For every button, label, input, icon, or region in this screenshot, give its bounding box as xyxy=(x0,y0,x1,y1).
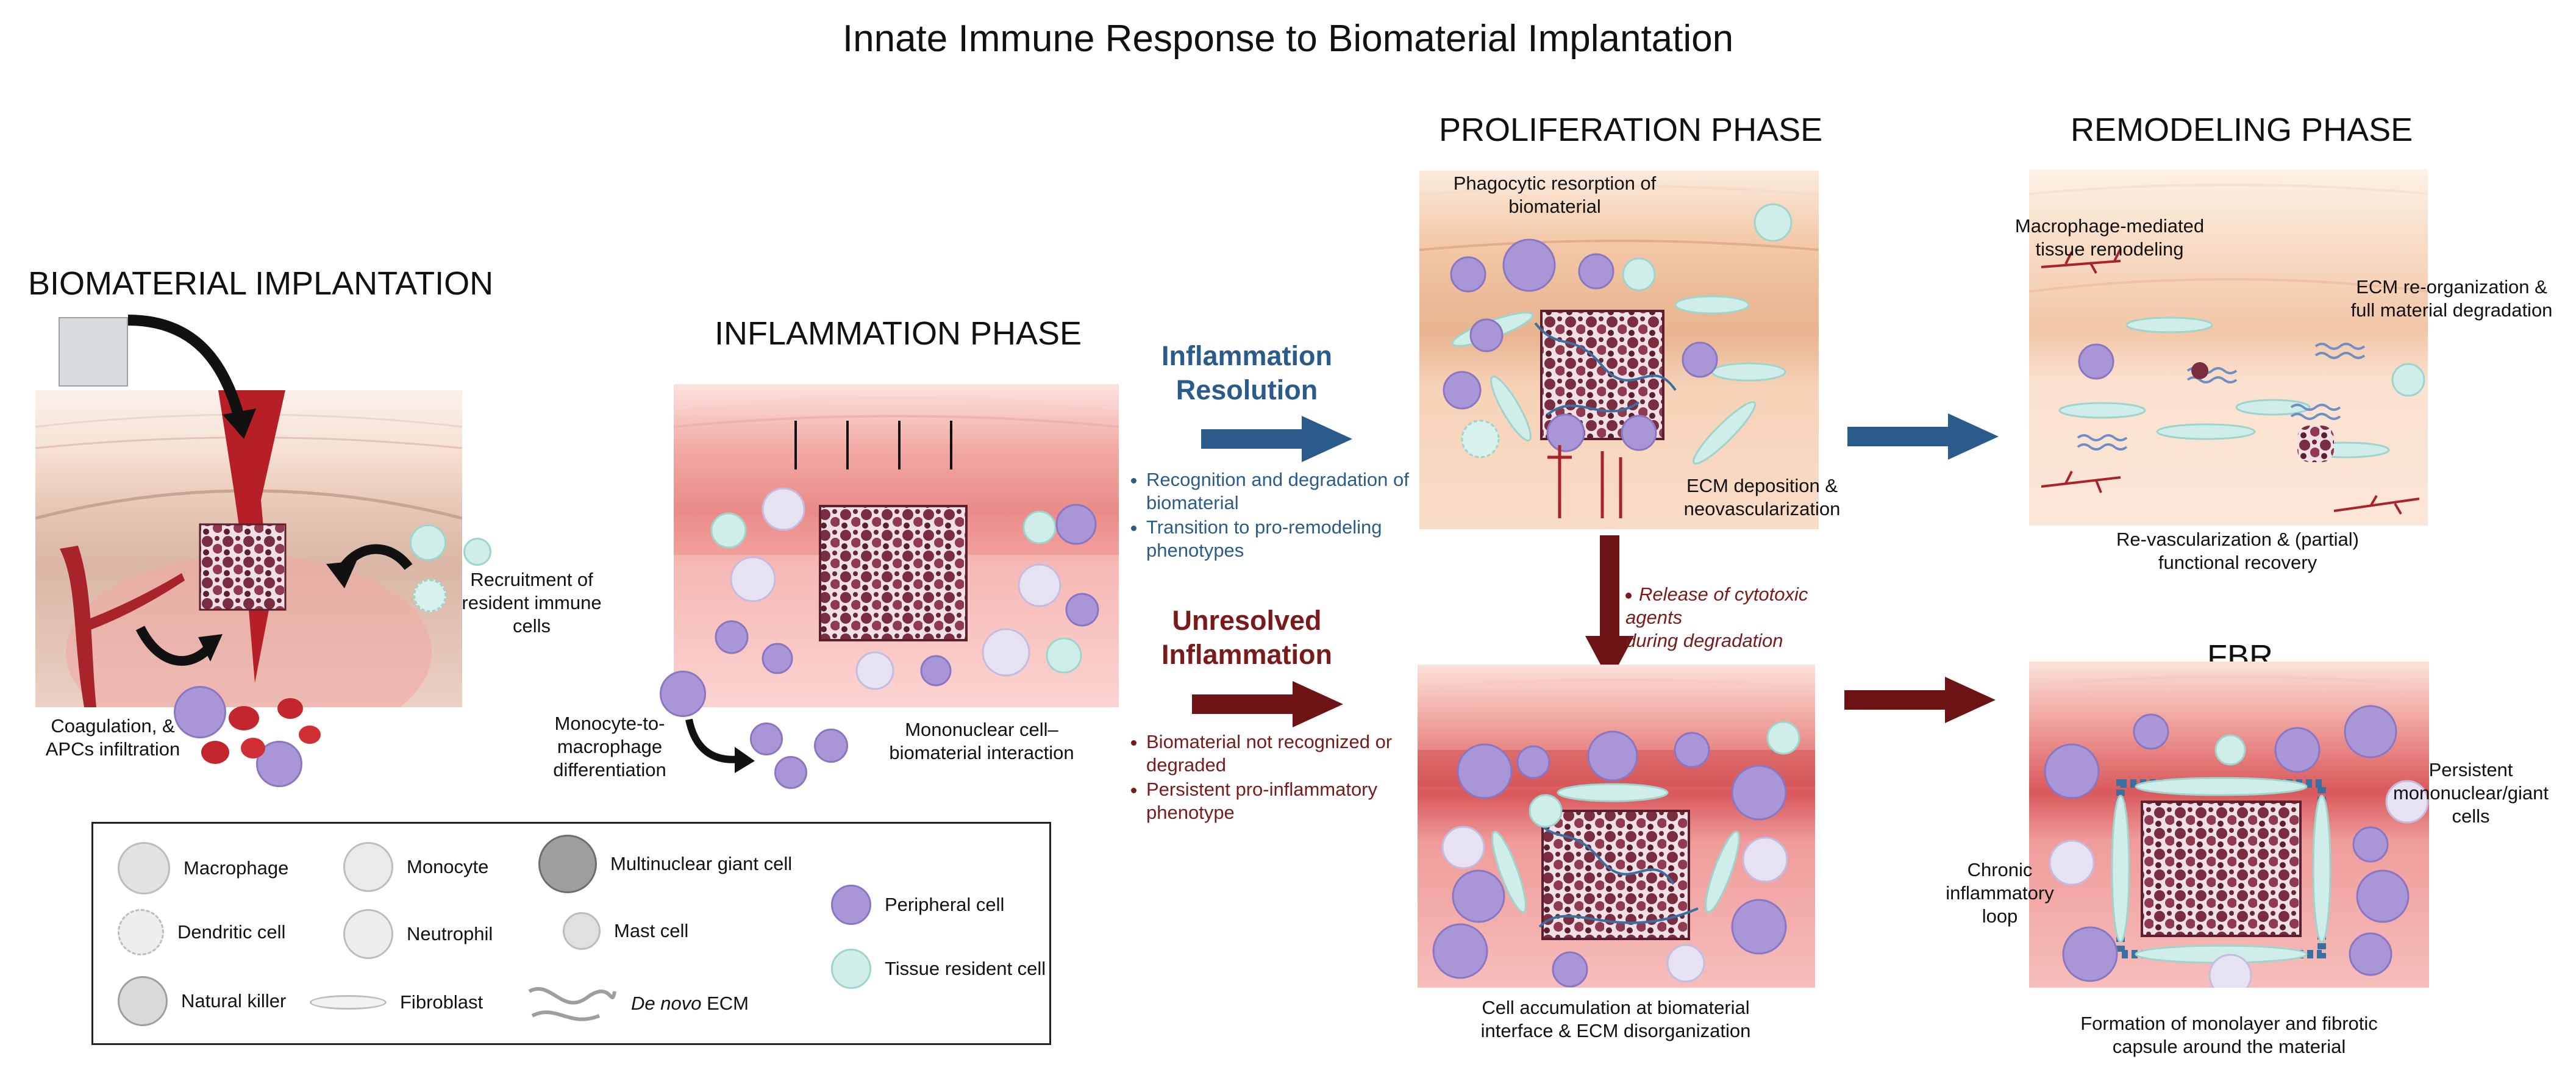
remodeling-arrow-icon xyxy=(1847,413,1999,460)
legend-box: Macrophage Dendritic cell Natural killer… xyxy=(91,822,1051,1045)
phase-title-implantation: BIOMATERIAL IMPLANTATION xyxy=(28,265,494,302)
unresolved-arrow-icon xyxy=(1192,681,1343,727)
unresolved-bullet: Biomaterial not recognized or degraded xyxy=(1146,730,1412,777)
insertion-arrow-icon xyxy=(127,315,256,439)
ecm-deposition-label: ECM deposition & neovascularization xyxy=(1683,475,1841,519)
tissue-resident-cell-icon xyxy=(831,949,871,989)
macrophage-icon xyxy=(118,842,170,894)
legend-item-resident: Tissue resident cell xyxy=(831,949,1046,989)
accumulation-label: Cell accumulation at biomaterial interfa… xyxy=(1480,997,1751,1041)
legend-item-ecm: De novo ECM xyxy=(526,979,749,1028)
recruitment-label: Recruitment of resident immune cells xyxy=(462,569,602,637)
macrophage-remodeling-label: Macrophage-mediated tissue remodeling xyxy=(2014,215,2205,260)
resolution-bullet: Transition to pro-remodeling phenotypes xyxy=(1146,516,1412,562)
legend-item-fibroblast: Fibroblast xyxy=(310,991,483,1013)
resolution-bullet: Recognition and degradation of biomateri… xyxy=(1146,468,1412,515)
monocyte-differentiation-label: Monocyte-to- macrophage differentiation xyxy=(553,713,666,780)
red-blood-cell xyxy=(277,698,303,719)
resident-cell xyxy=(463,538,491,566)
phase-title-inflammation: INFLAMMATION PHASE xyxy=(715,315,1082,352)
cytotoxic-release-note: Release of cytotoxic agents during degra… xyxy=(1625,583,1808,651)
red-blood-cell xyxy=(241,738,265,758)
resolution-bullets: Recognition and degradation of biomateri… xyxy=(1126,468,1412,563)
red-blood-cell xyxy=(201,741,229,764)
red-blood-cell xyxy=(299,726,321,744)
legend-item-macrophage: Macrophage xyxy=(118,842,288,894)
legend-item-dendritic: Dendritic cell xyxy=(118,909,285,955)
cytotoxic-down-arrow-icon xyxy=(1585,535,1634,682)
peripheral-cell-icon xyxy=(831,885,871,925)
recruitment-arrow-icon xyxy=(326,544,413,588)
macrophage-cell xyxy=(774,756,807,789)
remodeling-tissue-panel xyxy=(2029,169,2428,526)
de-novo-ecm-icon xyxy=(528,986,616,1021)
red-blood-cell xyxy=(229,706,259,730)
monocyte-icon xyxy=(343,842,393,892)
revascularization-label: Re-vascularization & (partial) functiona… xyxy=(2116,529,2359,573)
neutrophil-icon xyxy=(343,909,393,959)
phase-title-proliferation: PROLIFERATION PHASE xyxy=(1439,112,1823,148)
phase-title-remodeling: REMODELING PHASE xyxy=(2071,112,2413,148)
peripheral-cell xyxy=(174,686,226,738)
monocyte-cell xyxy=(660,671,706,717)
multinuclear-giant-cell-icon xyxy=(538,835,597,893)
resolution-heading: Inflammation Resolution xyxy=(1161,340,1333,405)
ecm-reorganization-label: ECM re-organization & full material degr… xyxy=(2350,276,2553,321)
chronic-loop-label: Chronic inflammatory loop xyxy=(1946,859,2054,927)
accumulation-tissue-panel xyxy=(1418,665,1815,988)
fbr-tissue-panel xyxy=(2029,662,2429,988)
figure-title: Innate Immune Response to Biomaterial Im… xyxy=(842,18,1734,60)
dendritic-cell xyxy=(413,579,446,612)
persistent-cells-label: Persistent mononuclear/giant cells xyxy=(2392,759,2549,827)
phagocytic-label: Phagocytic resorption of biomaterial xyxy=(1453,173,1657,217)
legend-item-peripheral: Peripheral cell xyxy=(831,885,1004,925)
unresolved-bullets: Biomaterial not recognized or degraded P… xyxy=(1126,730,1412,826)
legend-item-giant-cell: Multinuclear giant cell xyxy=(538,835,792,893)
fbr-arrow-icon xyxy=(1844,677,1996,723)
legend-item-nk: Natural killer xyxy=(118,976,286,1026)
resident-cell xyxy=(410,524,446,561)
fibrotic-capsule-label: Formation of monolayer and fibrotic caps… xyxy=(2080,1013,2378,1057)
fibroblast-icon xyxy=(310,995,387,1010)
natural-killer-icon xyxy=(118,976,168,1026)
mast-cell-icon xyxy=(563,912,601,950)
biomaterial-scaffold-icon xyxy=(59,317,128,387)
legend-item-monocyte: Monocyte xyxy=(343,842,488,892)
infiltration-arrow-icon xyxy=(135,626,223,666)
differentiation-arrow-icon xyxy=(685,718,755,773)
resolution-arrow-icon xyxy=(1201,416,1352,462)
legend-item-neutrophil: Neutrophil xyxy=(343,909,493,959)
macrophage-cell xyxy=(750,722,783,755)
coagulation-label: Coagulation, & APCs infiltration xyxy=(45,715,180,760)
inflammation-tissue-panel xyxy=(674,384,1119,707)
mononuclear-interaction-label: Mononuclear cell– biomaterial interactio… xyxy=(889,719,1074,763)
macrophage-cell xyxy=(814,729,848,763)
legend-item-mast: Mast cell xyxy=(563,912,688,950)
dendritic-cell-icon xyxy=(118,909,164,955)
unresolved-bullet: Persistent pro-inflammatory phenotype xyxy=(1146,778,1412,824)
unresolved-heading: Unresolved Inflammation xyxy=(1161,605,1333,670)
proliferation-tissue-panel xyxy=(1419,171,1819,529)
